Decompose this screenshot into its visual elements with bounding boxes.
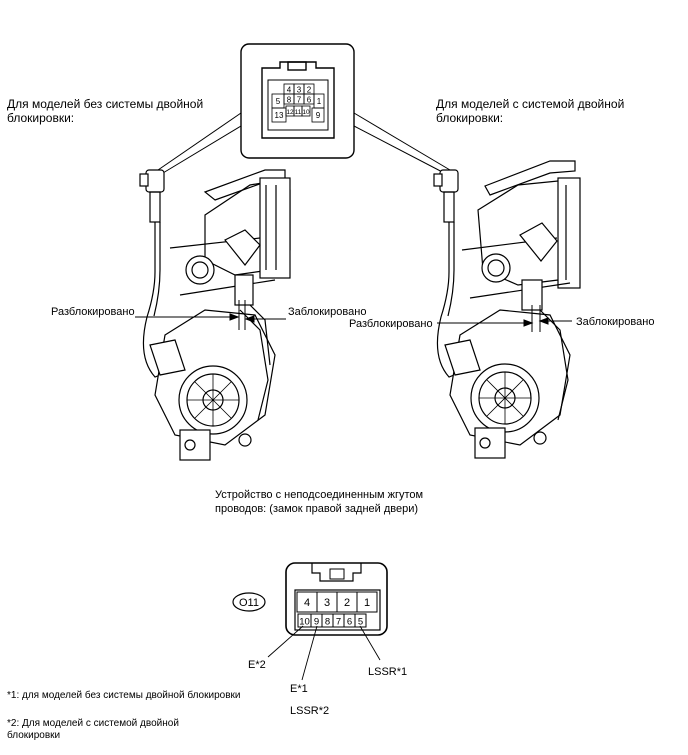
connector-callout xyxy=(157,43,451,177)
pin-label: 6 xyxy=(307,96,312,105)
component-caption: Устройство с неподсоединенным жгутом про… xyxy=(215,488,423,516)
pin-label: 3 xyxy=(324,597,330,609)
right-locked-label: Заблокировано xyxy=(576,316,655,328)
pin-label: 1 xyxy=(364,597,370,609)
pin-label: 9 xyxy=(316,111,321,120)
pin-label: 13 xyxy=(275,111,284,120)
right-model-title-line1: Для моделей с системой двойной xyxy=(436,97,625,111)
pin-callout-e1: E*1 xyxy=(290,683,308,695)
right-model-title-line2: блокировки: xyxy=(436,111,504,125)
footnote-1: *1: для моделей без системы двойной блок… xyxy=(7,690,241,701)
pin-label: 7 xyxy=(297,96,302,105)
component-caption-line1: Устройство с неподсоединенным жгутом xyxy=(215,489,424,501)
right-model-title: Для моделей с системой двойной блокировк… xyxy=(436,97,624,125)
pin-callout-lssr2: LSSR*2 xyxy=(290,705,330,717)
pin-label: 11 xyxy=(295,109,302,116)
component-caption-line2: проводов: (замок правой задней двери) xyxy=(215,503,419,515)
pin-label: 5 xyxy=(358,617,363,628)
left-locked-label: Заблокировано xyxy=(288,306,367,318)
door-lock-illustration-right xyxy=(433,160,581,459)
pin-label: 2 xyxy=(307,86,312,95)
door-lock-illustration-left xyxy=(139,169,291,461)
pin-label: 4 xyxy=(287,86,292,95)
footnote-2-line2: блокировки xyxy=(7,730,61,741)
left-model-title-line1: Для моделей без системы двойной xyxy=(7,97,204,111)
footnote-2: *2: Для моделей с системой двойной блоки… xyxy=(7,718,179,742)
pin-label: 4 xyxy=(304,597,310,609)
right-unlocked-label: Разблокировано xyxy=(349,318,433,330)
pin-label: 12 xyxy=(286,109,294,116)
pin-label: 10 xyxy=(302,109,310,116)
left-position-arrows xyxy=(135,300,286,330)
footnote-2-line1: *2: Для моделей с системой двойной xyxy=(7,718,179,729)
pin-label: 9 xyxy=(314,617,319,628)
pin-label: 2 xyxy=(344,597,350,609)
pin-callout-lssr1: LSSR*1 xyxy=(368,666,408,678)
left-model-title: Для моделей без системы двойной блокиров… xyxy=(7,97,203,125)
connector-id: O11 xyxy=(239,597,259,609)
pin-label: 8 xyxy=(325,617,330,628)
left-unlocked-label: Разблокировано xyxy=(51,306,135,318)
connector-o11-labels: O11 4 3 2 1 10 9 8 7 6 5 xyxy=(239,597,370,628)
pin-label: 7 xyxy=(336,617,341,628)
connector-o11 xyxy=(232,562,388,681)
pin-label: 10 xyxy=(299,617,310,628)
right-position-arrows xyxy=(437,305,572,332)
left-model-title-line2: блокировки: xyxy=(7,111,75,125)
pin-label: 3 xyxy=(297,86,302,95)
connector-callout-pin-labels: 4 3 2 5 8 7 6 1 13 12 11 10 9 xyxy=(275,86,322,121)
pin-label: 1 xyxy=(317,97,322,106)
pin-callout-e2: E*2 xyxy=(248,659,266,671)
pin-label: 8 xyxy=(287,96,292,105)
pin-label: 5 xyxy=(276,97,281,106)
pin-label: 6 xyxy=(347,617,352,628)
